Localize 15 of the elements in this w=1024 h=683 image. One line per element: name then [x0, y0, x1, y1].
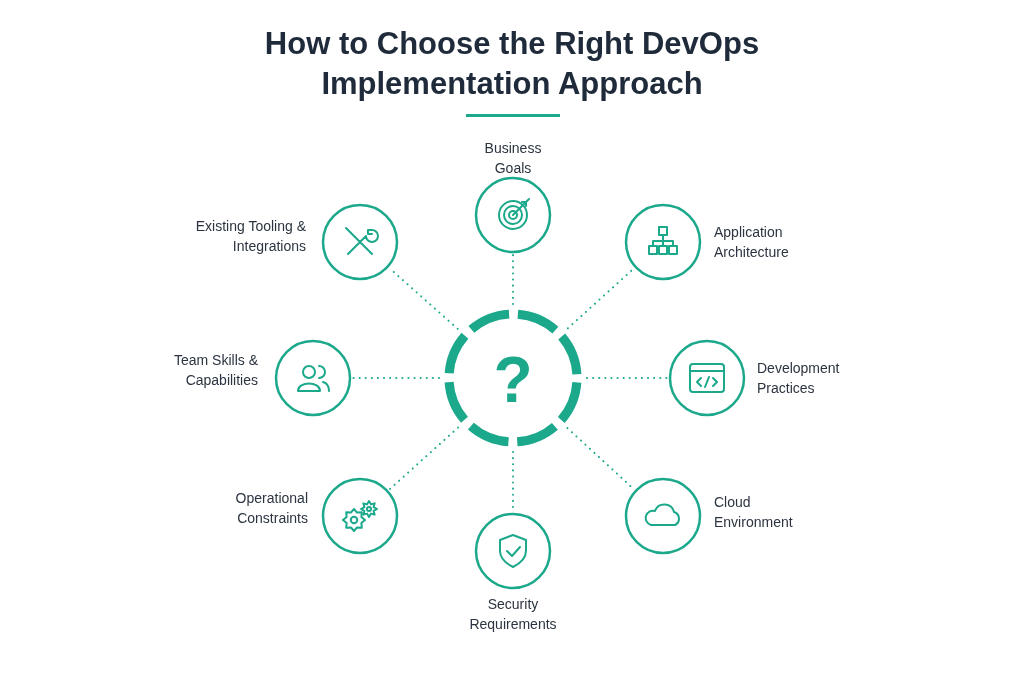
dotted-connector [586, 377, 668, 379]
factor-label: Cloud Environment [714, 493, 794, 532]
dotted-connector [566, 267, 635, 330]
question-mark: ? [492, 348, 534, 412]
dotted-connector [352, 377, 440, 379]
title: How to Choose the Right DevOps Implementation Approach [263, 25, 761, 104]
factor-label: Team Skills & Capabilities [172, 351, 258, 390]
dotted-connector [388, 426, 460, 491]
factor-label: Existing Tooling & Integrations [194, 217, 306, 256]
factor-label: Development Practices [757, 359, 841, 398]
factor-label: Security Requirements [468, 595, 558, 634]
factor-label: Business Goals [483, 139, 543, 178]
dotted-connector [512, 254, 514, 305]
factor-label: Application Architecture [714, 223, 790, 262]
factor-label: Operational Constraints [234, 489, 308, 528]
